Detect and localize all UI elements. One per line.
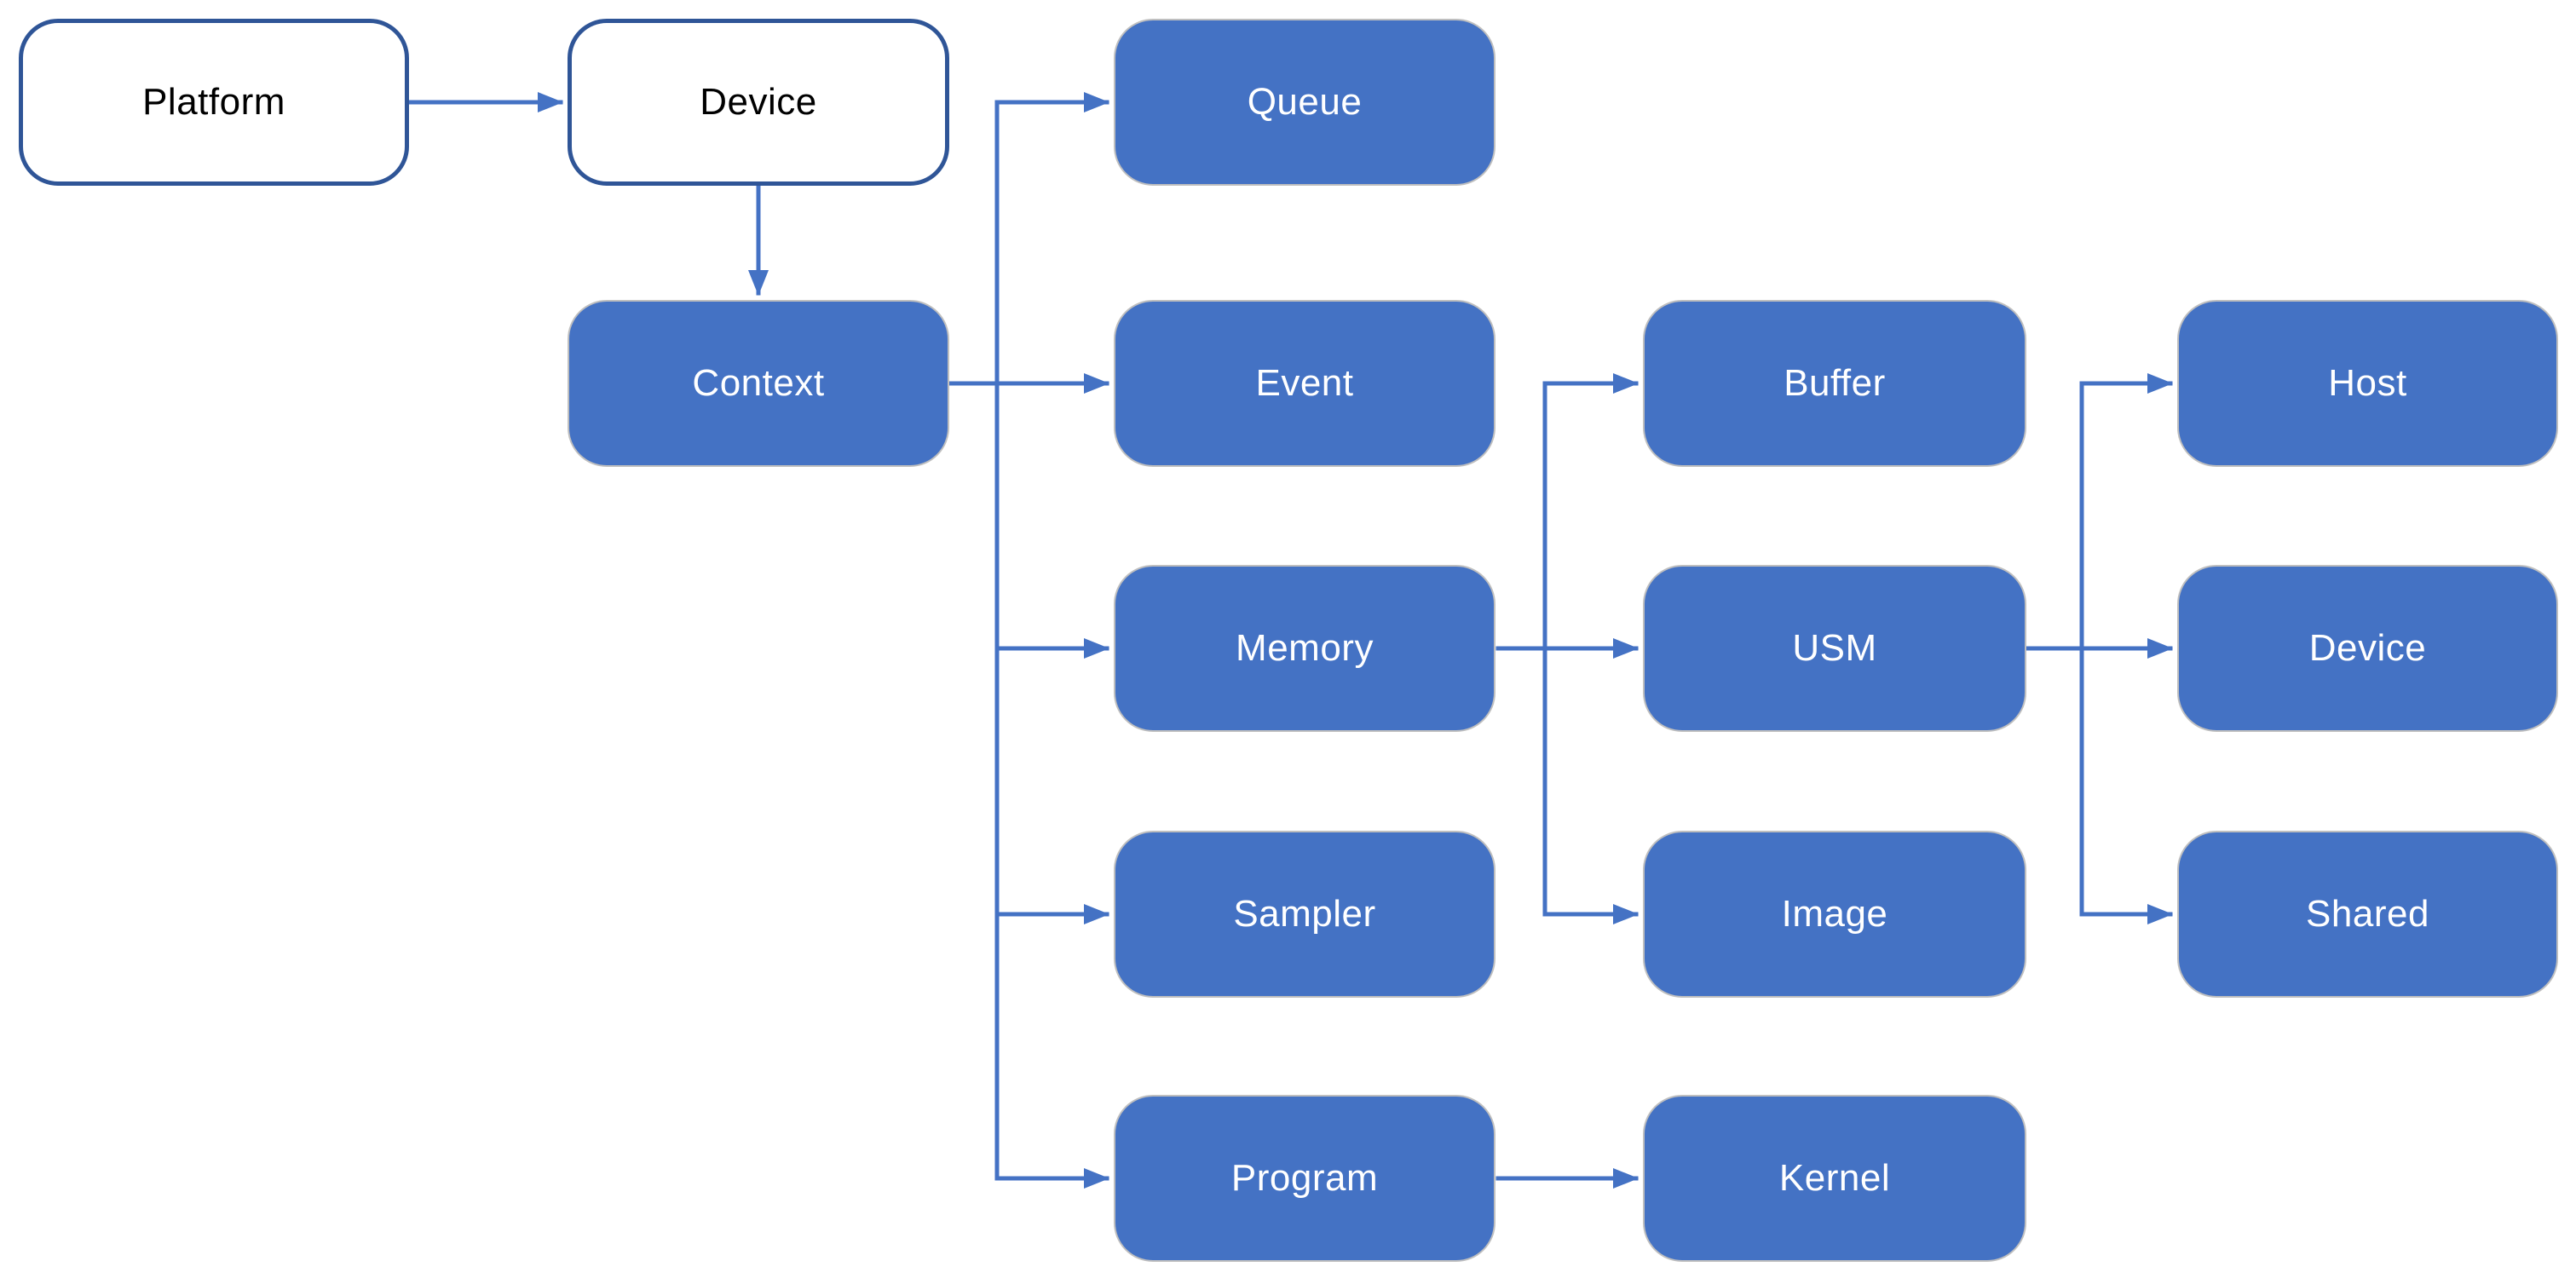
- node-program-label: Program: [1230, 1157, 1379, 1199]
- node-buffer: Buffer: [1643, 300, 2026, 467]
- node-usm-label: USM: [1792, 627, 1877, 669]
- node-queue-label: Queue: [1247, 81, 1363, 123]
- node-device-memory: Device: [2177, 565, 2558, 732]
- node-platform: Platform: [19, 19, 409, 186]
- node-event-label: Event: [1255, 362, 1354, 404]
- node-host-label: Host: [2328, 362, 2407, 404]
- node-usm: USM: [1643, 565, 2026, 732]
- node-memory-label: Memory: [1236, 627, 1374, 669]
- node-context-label: Context: [692, 362, 825, 404]
- node-device-memory-label: Device: [2308, 627, 2427, 669]
- node-device: Device: [568, 19, 949, 186]
- node-device-label: Device: [700, 81, 817, 123]
- node-queue: Queue: [1114, 19, 1495, 186]
- node-memory: Memory: [1114, 565, 1495, 732]
- node-sampler: Sampler: [1114, 831, 1495, 998]
- node-image-label: Image: [1781, 893, 1888, 935]
- node-shared: Shared: [2177, 831, 2558, 998]
- node-program: Program: [1114, 1095, 1495, 1262]
- node-platform-label: Platform: [142, 81, 285, 123]
- node-buffer-label: Buffer: [1784, 362, 1886, 404]
- node-kernel: Kernel: [1643, 1095, 2026, 1262]
- node-kernel-label: Kernel: [1778, 1157, 1891, 1199]
- node-shared-label: Shared: [2306, 893, 2429, 935]
- node-sampler-label: Sampler: [1233, 893, 1376, 935]
- node-event: Event: [1114, 300, 1495, 467]
- node-host: Host: [2177, 300, 2558, 467]
- node-image: Image: [1643, 831, 2026, 998]
- node-context: Context: [568, 300, 949, 467]
